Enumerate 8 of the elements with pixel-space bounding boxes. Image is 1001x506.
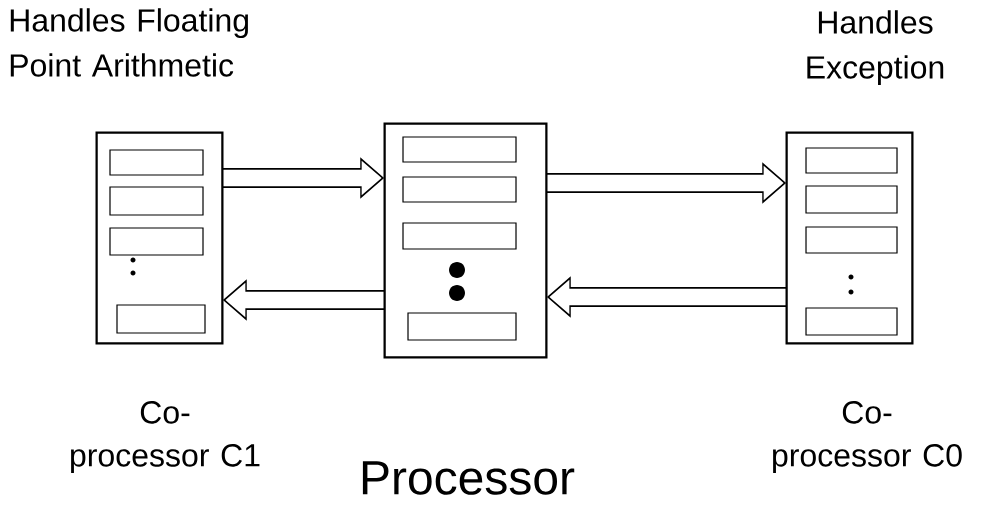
- function-note: Handles Exception: [807, 10, 944, 85]
- processor-label: Co-processor C0: [773, 401, 962, 473]
- register-file-box: [786, 132, 913, 344]
- processor-label: Processor: [362, 461, 575, 495]
- function-note: Handles Floating Point Arithmetic: [10, 8, 248, 77]
- processor-label: Co-processor C1: [71, 401, 260, 473]
- register-file-box: [96, 132, 223, 344]
- register-file-box: [384, 123, 547, 358]
